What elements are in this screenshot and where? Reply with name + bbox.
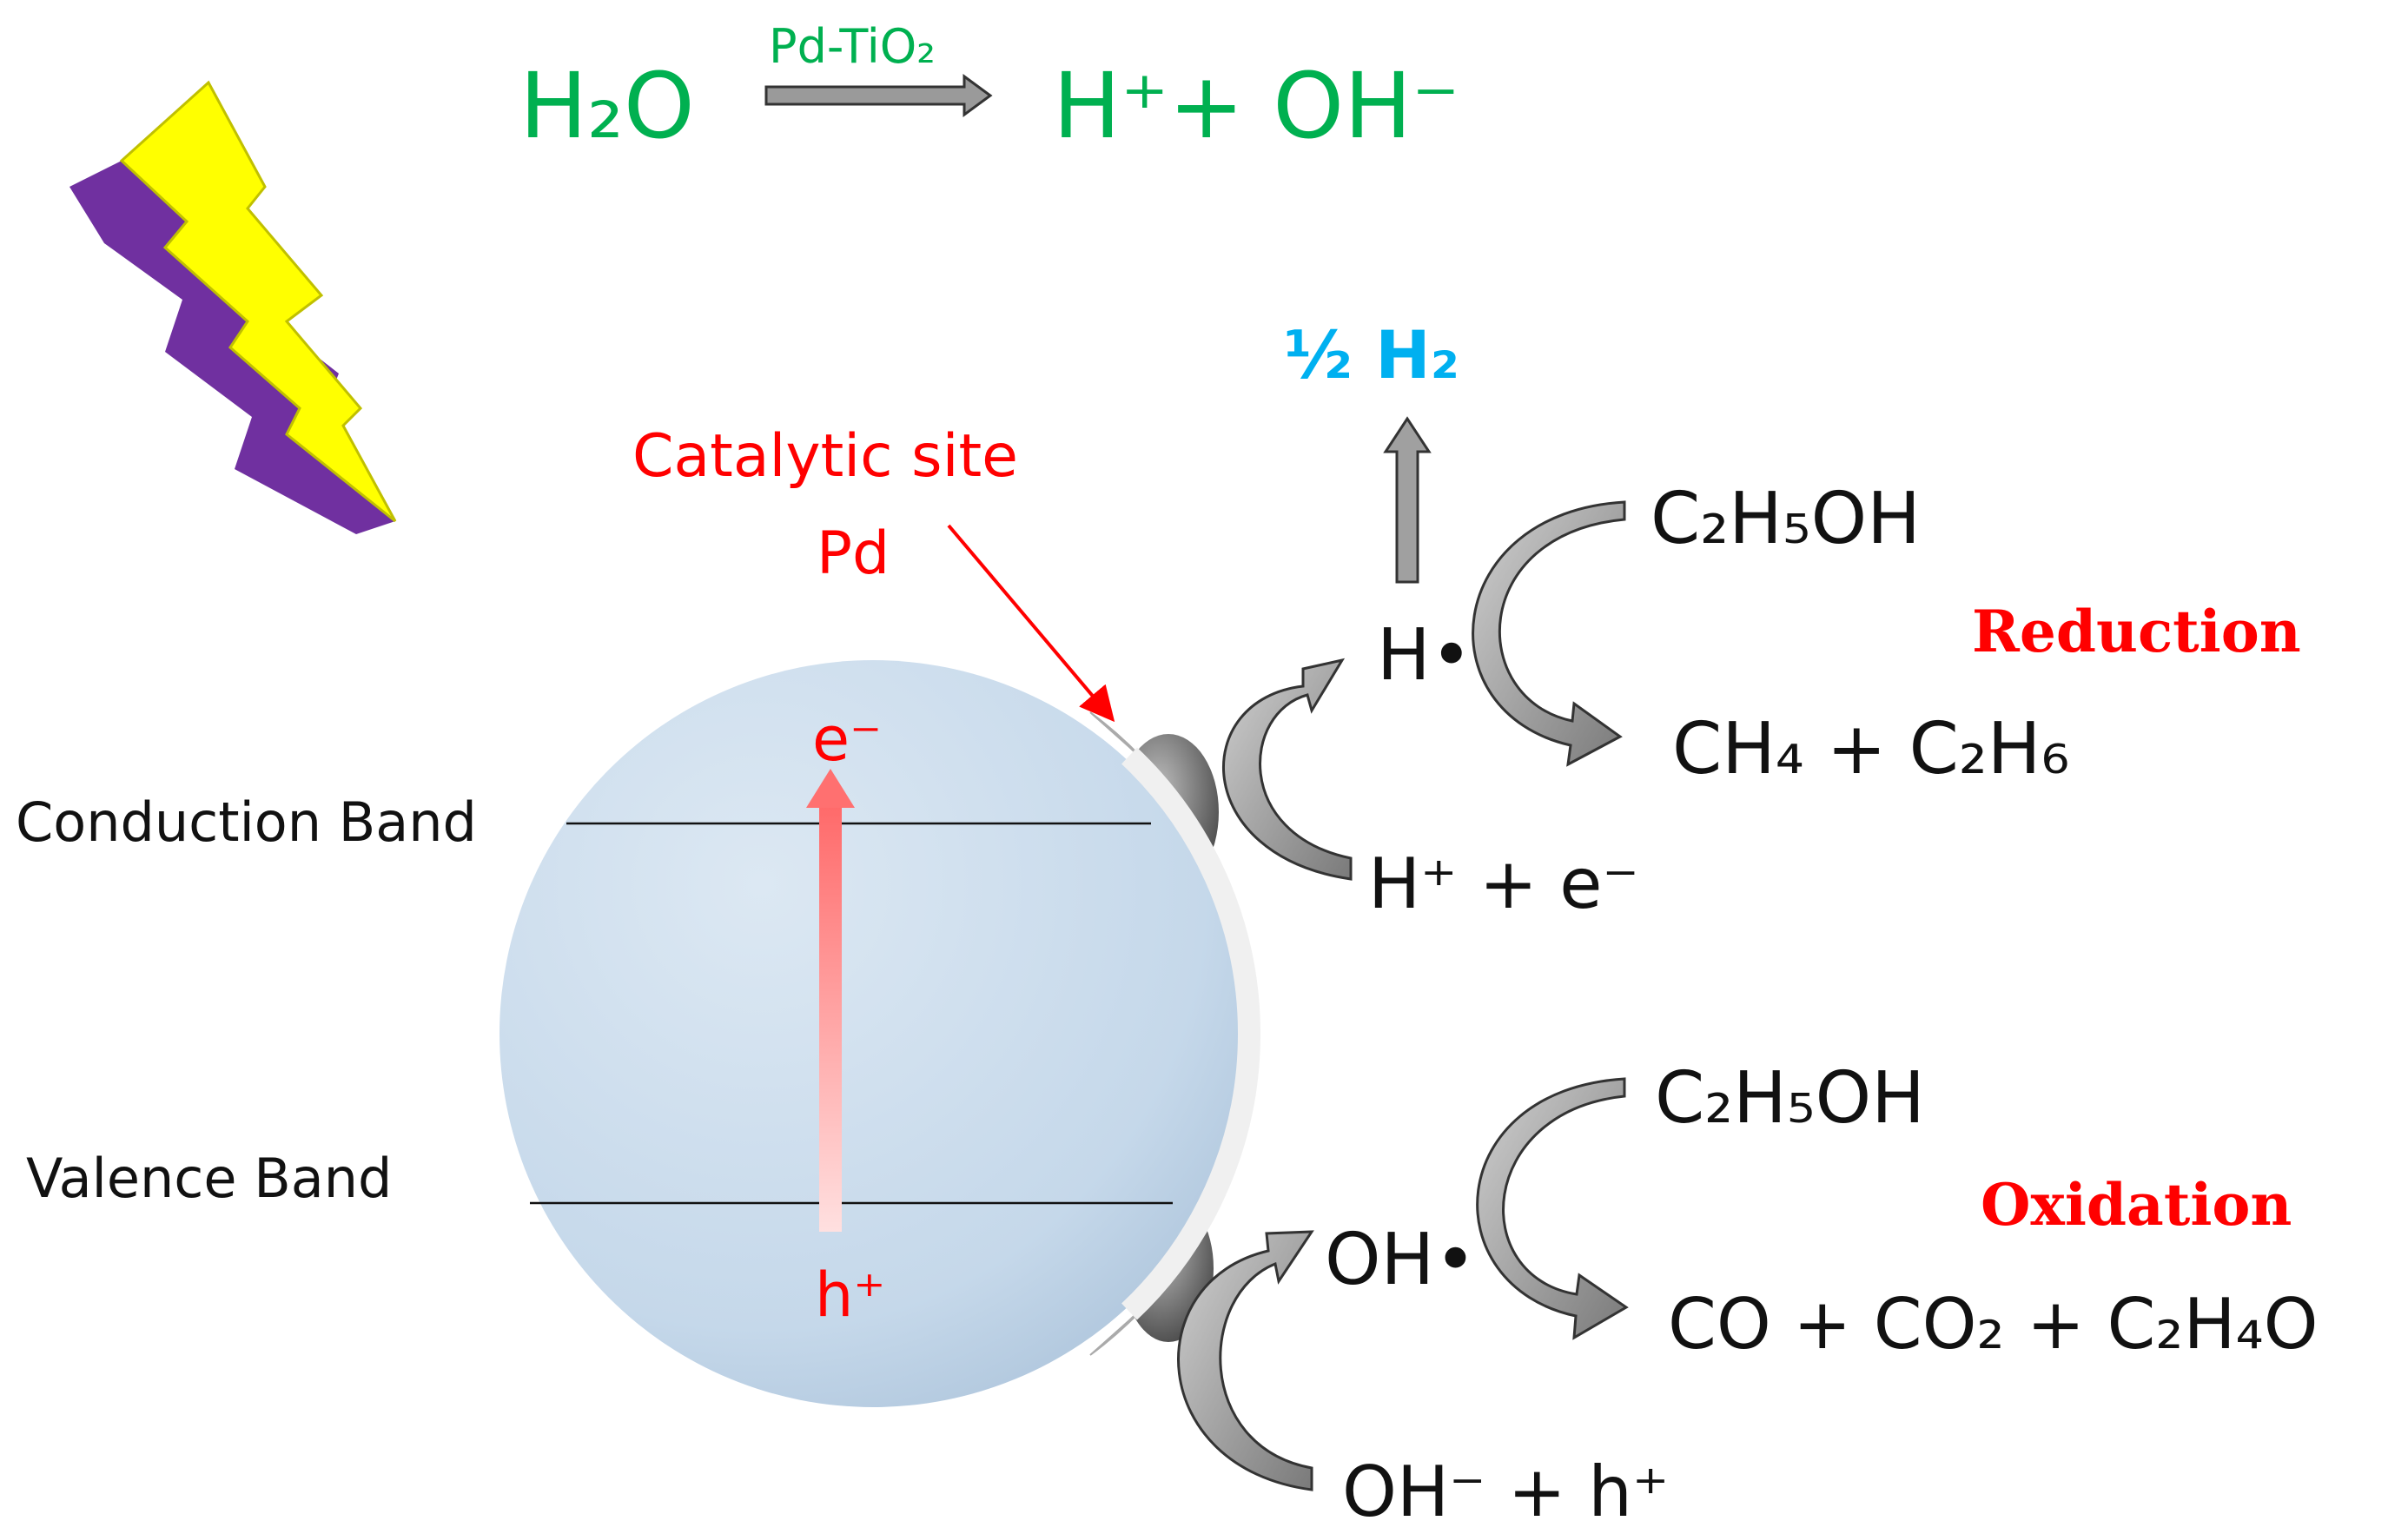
catalytic-site-pd-label: Pd: [817, 519, 890, 588]
reduction-ethanol-arrow-icon: [1472, 500, 1626, 767]
oxidation-ethanol-arrow-icon: [1476, 1077, 1629, 1340]
reduction-ethanol: C₂H₅OH: [1651, 478, 1921, 560]
equation-products: H⁺+ OH⁻: [1053, 53, 1459, 159]
oxidation-curved-arrow-icon: [1177, 1230, 1314, 1491]
hole-label: h⁺: [815, 1260, 885, 1331]
oh-radical: OH•: [1325, 1219, 1477, 1301]
up-arrow-icon: [1383, 416, 1432, 584]
lightning-bolt-icon: [69, 80, 397, 534]
tio2-particle: [499, 660, 1247, 1407]
equation-reactant: H₂O: [519, 53, 695, 159]
catalytic-site-pointer-icon: [947, 524, 1115, 723]
hydrogen-product: ½ H₂: [1284, 316, 1459, 393]
excitation-arrow-icon: [806, 769, 855, 1232]
oxidation-label: Oxidation: [1981, 1171, 2292, 1239]
conduction-band-label: Conduction Band: [16, 790, 477, 854]
valence-band-label: Valence Band: [26, 1147, 392, 1210]
oxidation-reactants: OH⁻ + h⁺: [1342, 1451, 1669, 1532]
reduction-products: CH₄ + C₂H₆: [1672, 708, 2069, 790]
oxidation-products: CO + CO₂ + C₂H₄O: [1668, 1284, 2319, 1365]
reduction-label: Reduction: [1972, 598, 2301, 665]
h-radical: H•: [1377, 614, 1472, 697]
equation-catalyst: Pd-TiO₂: [769, 19, 936, 74]
catalytic-site-label: Catalytic site: [632, 422, 1018, 491]
oxidation-ethanol: C₂H₅OH: [1655, 1057, 1925, 1140]
reaction-arrow-icon: [764, 74, 993, 117]
reduction-reactants: H⁺ + e⁻: [1368, 843, 1639, 924]
water-splitting-equation: H₂O Pd-TiO₂ H⁺+ OH⁻: [519, 19, 1459, 159]
reduction-curved-arrow-icon: [1222, 658, 1353, 881]
electron-label: e⁻: [812, 704, 882, 775]
